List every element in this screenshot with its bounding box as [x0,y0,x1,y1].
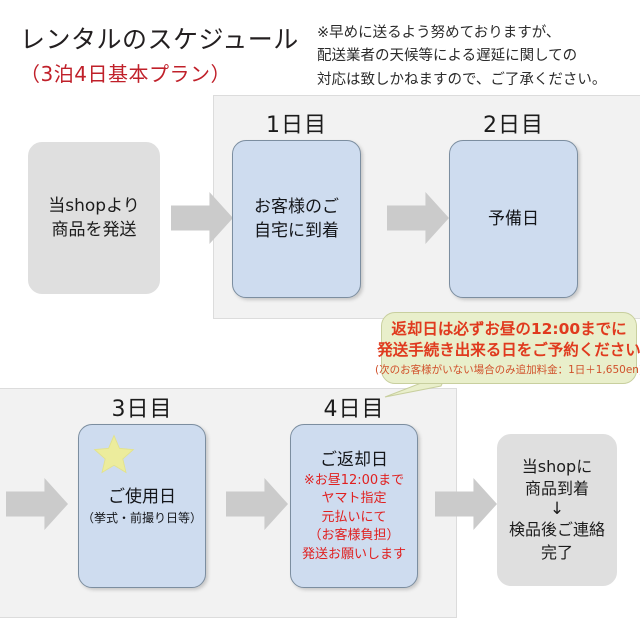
box-day3-line1: ご使用日 [108,487,176,508]
box-shop-ships-line1: 当shopより [48,195,140,216]
box-day4-note5: 発送お願いします [301,546,406,562]
box-day4-note4: （お客様負担） [308,528,400,544]
star-icon [93,434,135,474]
box-shop-ships: 当shopより 商品を発送 [28,142,160,294]
header-note: ※早めに送るよう努めておりますが、 配送業者の天候等による遅延に関しての 対応は… [317,25,607,88]
box-day4-note2: ヤマト指定 [321,491,387,507]
box-day4: ご返却日 ※お昼12:00まで ヤマト指定 元払いにて （お客様負担） 発送お願… [290,424,418,588]
box-day2-line1: 予備日 [488,208,539,229]
box-day1-line2: 自宅に到着 [254,221,339,241]
page-subtitle: （3泊4日基本プラン） [20,62,231,86]
box-day2: 予備日 [449,140,578,298]
box-return-to-shop: 当shopに 商品到着 ↓ 検品後ご連絡 完了 [497,434,617,586]
box-return-line3: 検品後ご連絡 [508,519,605,539]
box-return-line4: 完了 [540,542,573,562]
label-day2: 2日目 [483,113,544,138]
box-day4-note1: ※お昼12:00まで [303,472,405,488]
label-day1: 1日目 [266,113,327,138]
box-shop-ships-line2: 商品を発送 [51,220,137,240]
box-return-line2: 商品到着 [524,479,589,499]
label-day3: 3日目 [111,397,173,422]
box-day1-line1: お客様のご [254,196,339,217]
callout-line3: (次のお客様がいない場合のみ追加料金：1日＋1,650en) [374,363,640,376]
box-day4-note3: 元払いにて [321,509,387,525]
callout-line2: 発送手続き出来る日をご予約ください [377,340,640,359]
box-return-line1: 当shopに [521,456,593,476]
box-day3-line2: （挙式・前撮り日等） [81,510,202,525]
box-day4-line1: ご返却日 [320,449,388,470]
box-day1: お客様のご 自宅に到着 [232,140,361,298]
callout-line1: 返却日は必ずお昼の12:00までに [391,320,627,339]
callout-return-deadline: 返却日は必ずお昼の12:00までに 発送手続き出来る日をご予約ください (次のお… [375,312,640,384]
down-arrow-icon: ↓ [549,499,565,520]
label-day4: 4日目 [323,397,385,422]
page-title: レンタルのスケジュール [20,25,299,54]
